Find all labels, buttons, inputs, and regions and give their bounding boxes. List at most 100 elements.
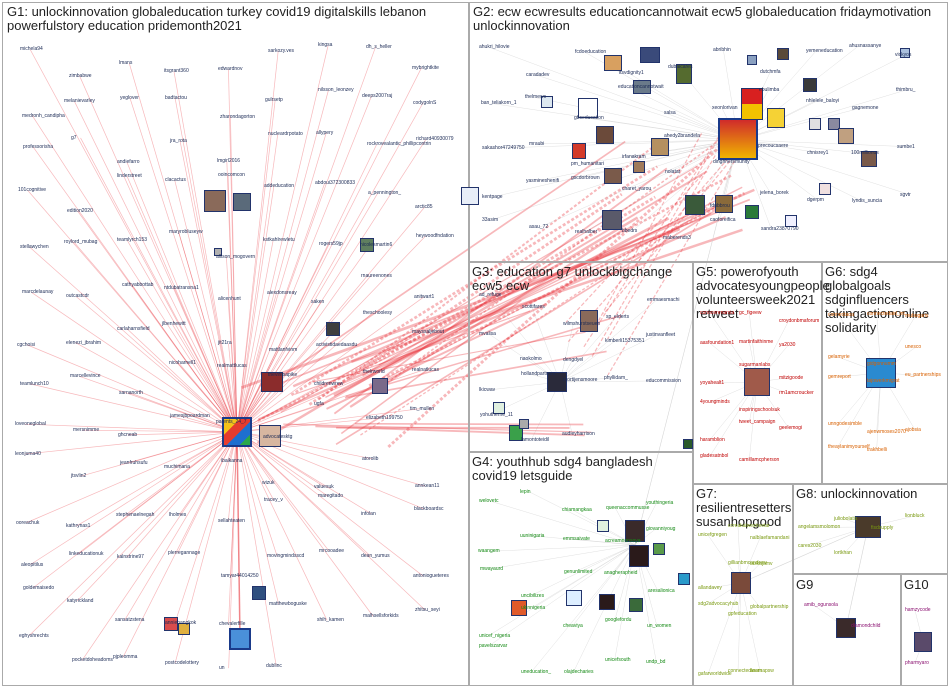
- edge: [74, 101, 238, 433]
- avatar-g4-p8: [678, 573, 690, 585]
- group-box-g5: [693, 262, 822, 484]
- node-label: shih_kamen: [317, 617, 344, 623]
- node-label: carlaharnsfield: [117, 326, 150, 332]
- node-label: ban_teliakorn_1: [481, 100, 517, 106]
- edge: [530, 544, 636, 596]
- avatar-g2-p6: [596, 126, 614, 144]
- edge: [230, 116, 238, 433]
- node-label: nilsson_leonzey: [318, 87, 354, 93]
- node-label: g7: [71, 135, 77, 141]
- node-label: annkean11: [415, 483, 440, 489]
- node-label: ebulimba: [759, 87, 780, 93]
- node-label: un: [219, 665, 225, 671]
- node-label: sp_elderts: [606, 314, 630, 320]
- avatar-g4-p6: [511, 600, 527, 616]
- group-box-g7: [693, 484, 793, 686]
- node-label: maryrobluseyw: [169, 229, 203, 235]
- avatar-g8-p1: [855, 516, 881, 538]
- node-label: abdoui372300833: [315, 180, 356, 186]
- avatar-g1-photo2: [233, 193, 251, 211]
- node-label: globalpartnership: [750, 604, 789, 610]
- edge: [26, 431, 238, 524]
- node-label: juliobolatis: [834, 516, 858, 522]
- avatar-g2-p4: [676, 64, 692, 84]
- edge: [132, 284, 238, 433]
- edge: [80, 431, 238, 477]
- edge: [122, 431, 238, 658]
- avatar-g4-p5: [599, 594, 615, 610]
- node-label: kalnstrine97: [117, 554, 144, 560]
- edge: [290, 165, 659, 397]
- node-label: clacactus: [165, 177, 186, 183]
- node-label: richard40930079: [416, 136, 454, 142]
- edge: [349, 226, 627, 408]
- node-label: cares2030: [798, 543, 822, 549]
- node-label: wizuk: [262, 480, 275, 486]
- node-label: edition2020: [67, 208, 93, 214]
- node-label: ahedy2brandela: [664, 133, 700, 139]
- node-label: aleopitilus: [21, 562, 44, 568]
- edge: [226, 161, 238, 433]
- edge: [257, 173, 734, 422]
- node-label: jlbenhewitt: [162, 321, 186, 327]
- node-label: yohutherne_11: [480, 412, 513, 418]
- edge: [236, 431, 330, 552]
- avatar-g1-photo3: [360, 238, 374, 252]
- node-label: cgchoisi: [17, 342, 36, 348]
- edge: [236, 431, 279, 605]
- avatar-g2-crest: [767, 108, 785, 128]
- node-label: naokolmo: [520, 356, 542, 362]
- node-label: dubaicares: [668, 64, 693, 70]
- node-label: bbedrs: [622, 228, 638, 234]
- node-label: marcellevince: [70, 373, 101, 379]
- group-title-g8: G8: unlockinnovation: [796, 486, 918, 501]
- node-label: goldemaisedo: [23, 585, 55, 591]
- node-label: ibaikanna: [221, 458, 243, 464]
- edge: [333, 167, 668, 415]
- avatar-g9-p1: [836, 618, 856, 638]
- edge: [81, 431, 238, 661]
- node-label: caoforeifica: [710, 217, 736, 223]
- group-title-g2: G2: ecw ecwresults educationcannotwait e…: [473, 4, 932, 33]
- edge: [126, 175, 238, 433]
- edge: [535, 74, 739, 141]
- node-label: blackboardsc: [414, 506, 444, 512]
- node-label: taskajamv: [750, 561, 773, 567]
- node-label: waangem: [478, 548, 500, 554]
- edge: [737, 139, 910, 195]
- node-label: kathrynas1: [66, 523, 91, 529]
- node-label: audieyharrison: [562, 431, 595, 437]
- node-label: mubugaris: [905, 313, 929, 319]
- node-label: hamzycode: [905, 607, 931, 613]
- node-label: tweet_campaign: [739, 419, 776, 425]
- edge: [82, 429, 238, 433]
- edge: [236, 431, 328, 621]
- avatar-g2-p2: [604, 55, 622, 71]
- node-label: dh_s_heller: [366, 44, 392, 50]
- node-label: realhalber: [575, 229, 598, 235]
- edge: [280, 165, 697, 413]
- edge: [530, 544, 636, 673]
- node-label: edwardnov: [218, 66, 243, 72]
- node-label: haramblion: [700, 437, 725, 443]
- edge: [236, 144, 377, 433]
- avatar-g1-photo6: [252, 586, 266, 600]
- node-label: acreamnonsoya: [605, 538, 641, 544]
- node-label: anniebangkok: [165, 620, 197, 626]
- edge: [737, 107, 862, 141]
- group-box-g9: [793, 574, 901, 686]
- node-label: angelamsmolomon: [798, 524, 841, 530]
- node-label: muchimana: [164, 464, 190, 470]
- avatar-g1-photo5: [372, 378, 388, 394]
- node-label: pm_humanitari: [571, 161, 605, 167]
- node-label: atorolib: [362, 456, 379, 462]
- edge: [236, 243, 330, 433]
- edge: [258, 216, 727, 421]
- edge: [173, 71, 238, 433]
- node-label: mwayaurd: [480, 566, 504, 572]
- node-label: alexdonsreay: [267, 290, 297, 296]
- node-label: parents_24_7: [216, 419, 247, 425]
- node-label: un_women: [647, 623, 672, 629]
- node-label: jit21ra: [218, 340, 232, 346]
- avatar-g6-connect-aid: [866, 358, 896, 388]
